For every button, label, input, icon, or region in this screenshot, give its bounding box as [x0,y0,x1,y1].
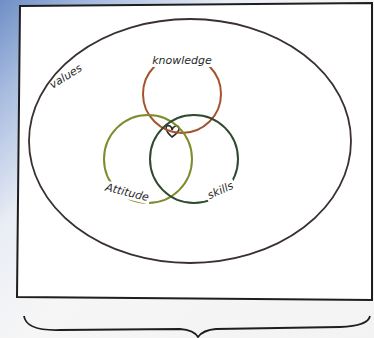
circle-label: Attitude [102,180,152,204]
oval-label: values [46,60,87,92]
attitude-circle: Attitude [103,114,193,204]
paper-sheet [17,3,372,300]
skills-circle: skills [149,114,239,204]
circle-label: knowledge [150,54,214,67]
knowledge-circle-shape [143,55,221,133]
circle-label: skills [204,178,238,202]
values-oval-shape [29,19,351,263]
curly-brace [24,316,370,337]
skills-circle-shape [150,115,238,203]
values-oval: values knowledgeAttitude skills [28,18,352,264]
knowledge-circle: knowledge [142,54,222,134]
